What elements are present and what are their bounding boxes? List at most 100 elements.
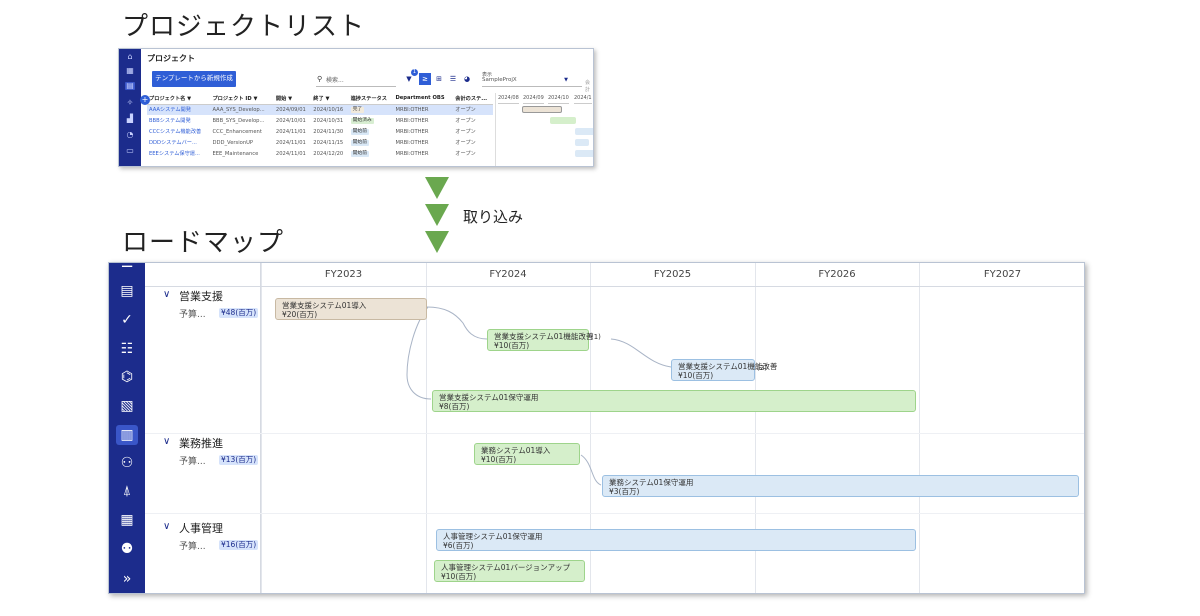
fy-column [590, 263, 755, 593]
fy-column [919, 263, 1084, 593]
project-list-heading: プロジェクトリスト [122, 12, 366, 42]
mini-gantt: 2024/08 2024/09 2024/10 2024/1 [495, 93, 593, 166]
table-cell: 開始前 [349, 148, 394, 159]
budget-label: 予算... [179, 457, 206, 467]
table-cell: MRBI:OTHER [395, 139, 429, 146]
table-row[interactable]: AAAシステム開発 AAA_SYS_Develop... 2024/09/01 … [147, 104, 493, 115]
document-icon[interactable]: ▧ [120, 398, 134, 414]
import-label: 取り込み [463, 208, 524, 226]
table-row[interactable]: CCCシステム機能改善 CCC_Enhancement 2024/11/01 2… [147, 126, 493, 137]
idea-icon[interactable]: ✧ [126, 98, 134, 107]
menu-icon[interactable]: ☰ [120, 262, 134, 271]
search-icon: ⚲ [317, 75, 323, 83]
gantt-month-label: 2024/10 [548, 93, 569, 104]
table-cell: オープン [455, 118, 476, 124]
project-name-link[interactable]: CCCシステム機能改善 [149, 129, 202, 135]
tree-view-icon[interactable]: ⊞ [436, 75, 442, 83]
roadmap-bar[interactable]: 営業支援システム01機能改善 ¥10(百万) [671, 359, 777, 381]
table-cell: オープン [453, 104, 493, 115]
table-cell: DDD_VersionUP [212, 139, 254, 146]
check-icon[interactable]: ✓ [121, 312, 133, 328]
filter-icon[interactable]: ▼ [406, 75, 412, 83]
column-header[interactable]: 開始 ▼ [273, 93, 312, 105]
bar-label: 営業支援システム01保守運用 [439, 393, 539, 402]
form-icon[interactable]: ▦ [120, 512, 134, 528]
bar-suffix: (2) [757, 364, 767, 372]
display-select[interactable]: SampleProjX ▼ [482, 77, 582, 87]
column-header[interactable]: プロジェクト名 ▼ [147, 93, 211, 105]
bar-budget: ¥10(百万) [678, 371, 714, 380]
year-header: FY2024 [426, 263, 590, 287]
budget-badge: ¥13(百万) [219, 455, 259, 465]
roadmap-bar[interactable]: 営業支援システム01保守運用 ¥8(百万) [432, 390, 916, 412]
gantt-bar[interactable] [575, 128, 593, 135]
bar-budget: ¥10(百万) [494, 341, 530, 350]
table-cell: AAA_SYS_Develop... [210, 104, 274, 115]
status-badge: 開始前 [350, 140, 370, 146]
column-header[interactable]: 進捗ステータス [348, 93, 394, 105]
table-row[interactable]: BBBシステム開発 BBB_SYS_Develop... 2024/10/01 … [147, 115, 493, 126]
chart-icon[interactable]: ▟ [126, 114, 134, 123]
column-header[interactable]: プロジェクト ID ▼ [210, 93, 274, 105]
pie-view-icon[interactable]: ◕ [463, 75, 471, 83]
search-input[interactable]: 検索... [316, 75, 396, 87]
column-header[interactable]: 終了 ▼ [311, 93, 349, 105]
table-cell: 2024/10/16 [311, 104, 349, 115]
table-row[interactable]: EEEシステム保守運... EEE_Maintenance 2024/11/01… [147, 148, 493, 159]
status-badge: 開始前 [350, 129, 370, 135]
year-header: FY2023 [261, 263, 426, 287]
table-cell: 開始済み [349, 115, 394, 126]
chevron-down-icon[interactable]: ∨ [163, 289, 171, 300]
chevron-down-icon[interactable]: ∨ [163, 521, 171, 532]
budget-label: 予算... [179, 542, 206, 552]
project-table: プロジェクト名 ▼ プロジェクト ID ▼ 開始 ▼ 終了 ▼ 進捗ステータス … [147, 93, 493, 159]
project-icon[interactable]: ▤ [125, 81, 135, 90]
home-icon[interactable]: ⌂ [127, 52, 133, 61]
table-cell: BBB_SYS_Develop... [212, 117, 265, 124]
roadmap-bar[interactable]: 営業支援システム01導入 ¥20(百万) [275, 298, 427, 320]
roadmap-bar[interactable]: 業務システム01導入 ¥10(百万) [474, 443, 580, 465]
header-spacer [145, 263, 261, 287]
filter-count-badge: 1 [411, 69, 418, 76]
pie-icon[interactable]: ◔ [126, 130, 134, 139]
bar-budget: ¥10(百万) [481, 455, 517, 464]
gantt-view-icon[interactable]: ≥ [419, 73, 431, 85]
roadmap-bar[interactable]: 営業支援システム01機能改善 ¥10(百万) [487, 329, 593, 351]
display-label: 表示 [482, 72, 493, 78]
list-view-icon[interactable]: ☰ [449, 75, 457, 83]
dependency-link [580, 454, 602, 486]
checklist-icon[interactable]: ☷ [120, 341, 134, 357]
column-header[interactable]: 会計のステ... [453, 93, 493, 105]
gantt-bar[interactable] [575, 150, 593, 157]
clipboard-icon[interactable]: ▤ [120, 283, 134, 299]
grid-icon[interactable]: ▦ [126, 66, 134, 75]
budget-label: 予算... [179, 310, 206, 320]
roadmap-bar[interactable]: 人事管理システム01バージョンアップ ¥10(百万) [434, 560, 585, 582]
project-name-link[interactable]: DDDシステムバー... [149, 140, 197, 146]
chevron-down-icon[interactable]: ∨ [163, 436, 171, 447]
add-project-button[interactable]: + [140, 95, 150, 105]
status-badge: 完了 [350, 107, 365, 114]
create-from-template-button[interactable]: テンプレートから新規作成 [152, 71, 236, 87]
team-icon[interactable]: ⚉ [120, 541, 134, 557]
project-name-link[interactable]: AAAシステム開発 [147, 104, 211, 115]
table-header-row: プロジェクト名 ▼ プロジェクト ID ▼ 開始 ▼ 終了 ▼ 進捗ステータス … [147, 93, 493, 105]
project-name-link[interactable]: EEEシステム保守運... [149, 151, 200, 157]
org-chart-icon[interactable]: ⌬ [120, 369, 134, 385]
roadmap-bar[interactable]: 業務システム01保守運用 ¥3(百万) [602, 475, 1079, 497]
people-icon[interactable]: ⚇ [120, 455, 134, 471]
monitor-icon[interactable]: ▭ [126, 146, 134, 155]
roadmap-icon[interactable]: ▥ [116, 425, 138, 445]
hierarchy-icon[interactable]: ⍋ [122, 483, 132, 499]
column-header[interactable]: Department OBS [393, 93, 454, 105]
fy-column [426, 263, 590, 593]
project-name-link[interactable]: BBBシステム開発 [149, 118, 191, 124]
gantt-month-label: 2024/1 [574, 93, 592, 104]
roadmap-bar[interactable]: 人事管理システム01保守運用 ¥6(百万) [436, 529, 916, 551]
gantt-bar[interactable] [550, 117, 576, 124]
gantt-bar[interactable] [522, 106, 562, 113]
dependency-link [426, 306, 488, 340]
gantt-bar[interactable] [575, 139, 589, 146]
table-row[interactable]: DDDシステムバー... DDD_VersionUP 2024/11/01 20… [147, 137, 493, 148]
expand-icon[interactable]: » [122, 571, 132, 587]
